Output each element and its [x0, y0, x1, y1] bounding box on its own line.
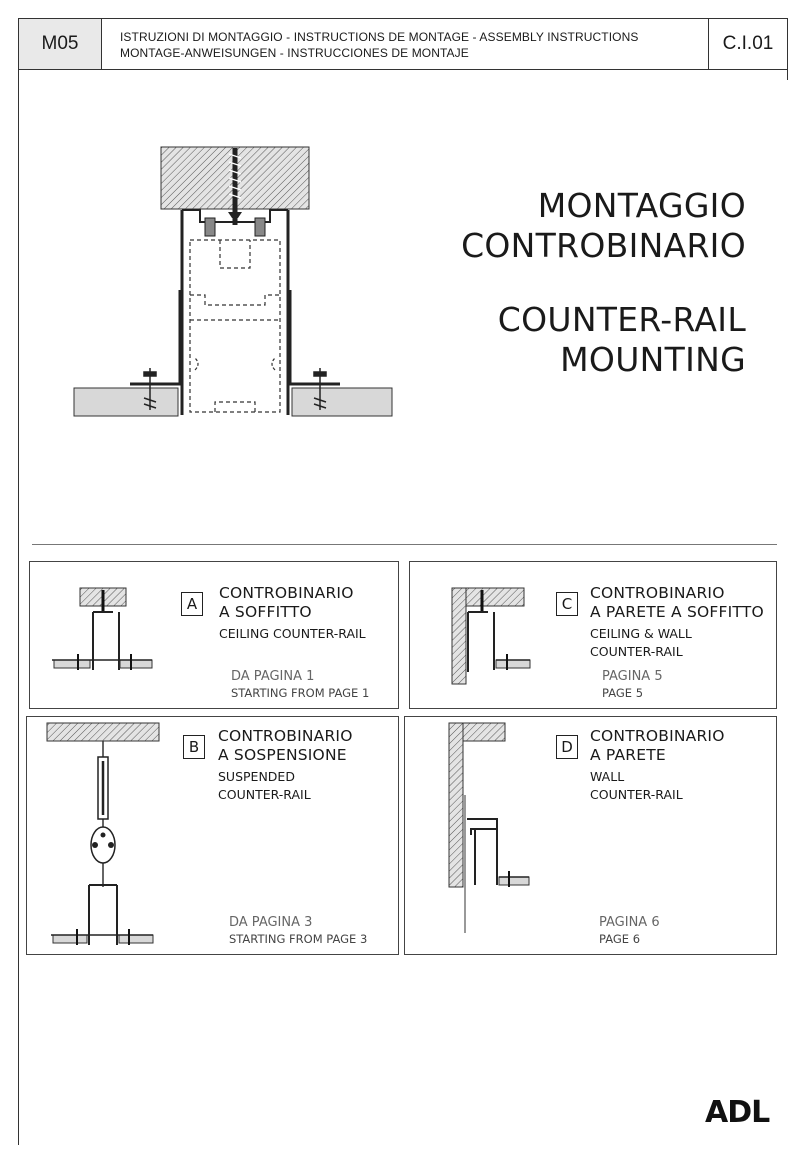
- card-c-subtitle-line-2: COUNTER-RAIL: [590, 644, 683, 659]
- document-reference: C.I.01: [708, 19, 787, 69]
- ceiling-wall-counter-rail-icon: [451, 587, 531, 685]
- card-a-page-it: DA PAGINA 1: [231, 669, 315, 684]
- card-b-subtitle: SUSPENDED COUNTER-RAIL: [218, 768, 311, 804]
- ceiling-counter-rail-icon: [52, 587, 153, 670]
- card-d-subtitle-line-2: COUNTER-RAIL: [590, 787, 683, 802]
- card-d-title: CONTROBINARIO A PARETE: [590, 727, 725, 765]
- card-c-title-line-1: CONTROBINARIO: [590, 584, 725, 602]
- card-a-page-en: STARTING FROM PAGE 1: [231, 686, 370, 700]
- main-title: MONTAGGIO CONTROBINARIO COUNTER-RAIL MOU…: [461, 186, 746, 380]
- card-c-page-it: PAGINA 5: [602, 669, 663, 684]
- title-it-line-2: CONTROBINARIO: [461, 226, 746, 265]
- title-it-line-1: MONTAGGIO: [537, 186, 746, 225]
- title-en-line-2: MOUNTING: [560, 340, 746, 379]
- header-titles: ISTRUZIONI DI MONTAGGIO - INSTRUCTIONS D…: [102, 19, 708, 69]
- card-d-subtitle: WALL COUNTER-RAIL: [590, 768, 683, 804]
- card-a-title-line-2: A SOFFITTO: [219, 603, 312, 621]
- page-frame-right: [787, 70, 788, 80]
- card-d-page-it: PAGINA 6: [599, 915, 660, 930]
- card-a-subtitle-line-1: CEILING COUNTER-RAIL: [219, 626, 366, 641]
- card-b-page-en: STARTING FROM PAGE 3: [229, 932, 368, 946]
- card-a-title: CONTROBINARIO A SOFFITTO: [219, 584, 354, 622]
- card-c-title: CONTROBINARIO A PARETE A SOFFITTO: [590, 584, 764, 622]
- option-card-d[interactable]: D CONTROBINARIO A PARETE WALL COUNTER-RA…: [404, 716, 777, 955]
- card-d-page-en: PAGE 6: [599, 932, 641, 946]
- card-d-subtitle-line-1: WALL: [590, 769, 625, 784]
- card-c-page-ref[interactable]: PAGINA 5 PAGE 5: [602, 668, 663, 702]
- wall-counter-rail-icon: [448, 722, 530, 933]
- card-c-page-en: PAGE 5: [602, 686, 644, 700]
- card-letter-d: D: [556, 735, 578, 759]
- suspended-counter-rail-icon: [46, 722, 160, 945]
- header-line-1: ISTRUZIONI DI MONTAGGIO - INSTRUCTIONS D…: [120, 30, 639, 44]
- card-d-title-line-2: A PARETE: [590, 746, 666, 764]
- card-c-subtitle-line-1: CEILING & WALL: [590, 626, 692, 641]
- card-b-title-line-2: A SOSPENSIONE: [218, 746, 347, 764]
- option-card-b[interactable]: B CONTROBINARIO A SOSPENSIONE SUSPENDED …: [26, 716, 399, 955]
- document-code: M05: [19, 19, 102, 69]
- card-a-page-ref[interactable]: DA PAGINA 1 STARTING FROM PAGE 1: [231, 668, 369, 702]
- card-b-subtitle-line-1: SUSPENDED: [218, 769, 295, 784]
- card-b-page-ref[interactable]: DA PAGINA 3 STARTING FROM PAGE 3: [229, 914, 367, 948]
- header-line-2: MONTAGE-ANWEISUNGEN - INSTRUCCIONES DE M…: [120, 46, 469, 60]
- adl-logo: ADL: [705, 1095, 770, 1130]
- section-divider: [32, 544, 777, 545]
- card-b-page-it: DA PAGINA 3: [229, 915, 313, 930]
- card-d-title-line-1: CONTROBINARIO: [590, 727, 725, 745]
- card-a-title-line-1: CONTROBINARIO: [219, 584, 354, 602]
- card-c-title-line-2: A PARETE A SOFFITTO: [590, 603, 764, 621]
- card-letter-c: C: [556, 592, 578, 616]
- card-d-page-ref[interactable]: PAGINA 6 PAGE 6: [599, 914, 660, 948]
- counter-rail-section-drawing: [73, 146, 393, 417]
- card-b-title-line-1: CONTROBINARIO: [218, 727, 353, 745]
- card-c-subtitle: CEILING & WALL COUNTER-RAIL: [590, 625, 692, 661]
- card-a-subtitle: CEILING COUNTER-RAIL: [219, 625, 366, 643]
- card-letter-b: B: [183, 735, 205, 759]
- title-en-line-1: COUNTER-RAIL: [497, 300, 746, 339]
- option-card-a[interactable]: A CONTROBINARIO A SOFFITTO CEILING COUNT…: [29, 561, 399, 709]
- header-bar: M05 ISTRUZIONI DI MONTAGGIO - INSTRUCTIO…: [18, 18, 788, 70]
- option-card-c[interactable]: C CONTROBINARIO A PARETE A SOFFITTO CEIL…: [409, 561, 777, 709]
- card-b-title: CONTROBINARIO A SOSPENSIONE: [218, 727, 353, 765]
- page-frame-left: [18, 70, 19, 1145]
- card-b-subtitle-line-2: COUNTER-RAIL: [218, 787, 311, 802]
- card-letter-a: A: [181, 592, 203, 616]
